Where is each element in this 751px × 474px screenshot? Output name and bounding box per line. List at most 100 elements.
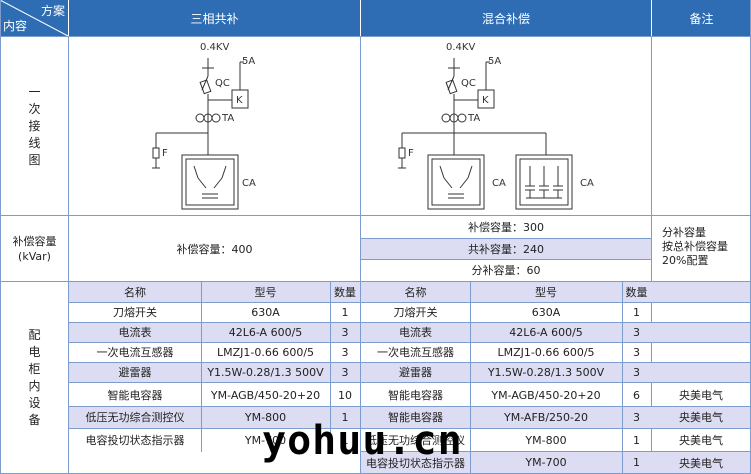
grid-line <box>69 382 360 383</box>
capacity-note-line: 按总补偿容量 <box>662 240 728 253</box>
grid-line <box>361 342 750 343</box>
equipment-right-model: YM-800 <box>525 433 567 447</box>
equipment-right-note: 央美电气 <box>679 389 723 402</box>
wiring-row-label: 一 次 接 线 图 <box>1 37 68 215</box>
wiring-diagram-mixed: 0.4KV 5A QC K TA F CA CA <box>398 42 594 210</box>
diagram-voltage: 0.4KV <box>200 42 229 53</box>
grid-line <box>470 282 471 473</box>
capacity-row-label: 补偿容量 (kVar) <box>1 216 68 281</box>
equipment-left-row-band <box>69 362 360 382</box>
equipment-left-model: YM-700 <box>244 433 287 447</box>
equipment-label-char: 电 <box>28 344 41 359</box>
equipment-right-model: 630A <box>531 305 561 319</box>
equipment-right-qty: 3 <box>633 365 640 379</box>
equipment-left-model: 630A <box>251 305 280 319</box>
diagram-capacitor: CA <box>580 178 594 189</box>
grid-line <box>361 406 750 407</box>
wiring-label-char: 线 <box>28 135 41 150</box>
grid-line <box>361 451 750 452</box>
equipment-left-qty: 3 <box>341 345 349 359</box>
diagram-ct: TA <box>221 113 234 124</box>
diagram-fuse: QC <box>461 78 476 89</box>
equipment-right-header-model: 型号 <box>535 286 557 299</box>
equipment-left-model: Y1.5W-0.28/1.3 500V <box>207 365 324 379</box>
equipment-left-name: 一次电流互感器 <box>96 346 174 359</box>
equipment-left-model: YM-AGB/450-20+20 <box>210 388 321 402</box>
diagram-ct: TA <box>467 113 480 124</box>
diagram-capacitor: CA <box>242 178 256 189</box>
equipment-right-qty: 1 <box>633 456 640 469</box>
capacity-note-line: 20%配置 <box>662 254 709 267</box>
equipment-left-model: LMZJ1-0.66 600/5 <box>216 345 315 359</box>
grid-line <box>361 238 651 239</box>
diagram-current: 5A <box>488 56 501 67</box>
equipment-right-qty: 3 <box>633 325 640 339</box>
equipment-right-note: 央美电气 <box>679 411 723 424</box>
equipment-right-name: 刀熔开关 <box>393 306 438 319</box>
equipment-right-row-band <box>361 406 750 428</box>
equipment-right-note <box>652 342 750 362</box>
equipment-left-model: YM-800 <box>244 410 287 424</box>
equipment-label-char: 备 <box>28 412 41 427</box>
grid-line <box>361 362 750 363</box>
equipment-left-qty: 3 <box>341 325 349 339</box>
equipment-right-qty: 3 <box>633 345 640 359</box>
corner-bottom-label: 内容 <box>3 19 28 33</box>
equipment-left-qty: 10 <box>338 388 352 402</box>
diagram-current: 5A <box>242 56 255 67</box>
capacity-notes: 分补容量 按总补偿容量 20%配置 <box>662 226 750 276</box>
equipment-right-header-qty: 数量 <box>625 286 648 299</box>
equipment-left-name: 避雷器 <box>118 366 152 379</box>
grid-line <box>361 322 750 323</box>
equipment-right-name: 智能电容器 <box>388 411 443 424</box>
capacity-three-phase: 补偿容量：400 <box>176 242 253 256</box>
equipment-right-qty: 1 <box>633 433 640 447</box>
grid-line <box>201 282 202 452</box>
header-three-phase: 三相共补 <box>69 0 360 36</box>
grid-line <box>622 282 623 473</box>
grid-line <box>69 302 360 303</box>
grid-line <box>651 36 652 474</box>
equipment-row-label: 配 电 柜 内 设 备 <box>1 282 68 473</box>
equipment-right-model: YM-700 <box>525 456 567 469</box>
equipment-left-header-band <box>69 282 360 302</box>
corner-diagonal <box>0 0 68 36</box>
equipment-right-model: YM-AFB/250-20 <box>503 410 588 424</box>
diagram-capacitor: CA <box>492 178 506 189</box>
equipment-right-note <box>652 322 750 342</box>
grid-line <box>360 36 361 474</box>
grid-line <box>68 36 69 474</box>
diagram-arrester: F <box>408 148 414 159</box>
grid-line <box>69 342 360 343</box>
grid-line <box>69 428 360 429</box>
grid-line <box>69 406 360 407</box>
equipment-right-name: 电流表 <box>399 326 432 339</box>
grid-line <box>361 382 750 383</box>
equipment-right-row-band <box>361 322 750 342</box>
equipment-right-qty: 1 <box>633 305 640 319</box>
grid-line <box>361 259 651 260</box>
capacity-label: 补偿容量 <box>12 234 57 248</box>
grid-line <box>361 428 750 429</box>
equipment-left-name: 智能电容器 <box>107 389 163 402</box>
grid-line <box>69 362 360 363</box>
equipment-right-qty: 3 <box>633 410 640 424</box>
equipment-right-note <box>652 302 750 322</box>
wiring-label-char: 次 <box>28 101 41 116</box>
capacity-mixed-common: 共补容量：240 <box>361 239 651 259</box>
equipment-left-row-band <box>69 406 360 428</box>
equipment-right-row-band <box>361 451 750 473</box>
capacity-unit: (kVar) <box>18 249 51 263</box>
equipment-left-qty: 1 <box>341 305 349 319</box>
equipment-left-header-qty: 数量 <box>334 286 356 299</box>
capacity-mixed-split: 分补容量：60 <box>471 264 541 277</box>
equipment-label-char: 内 <box>28 378 41 393</box>
equipment-left-qty: 1 <box>341 410 349 424</box>
equipment-right-note: 央美电气 <box>679 434 723 447</box>
wiring-label-char: 一 <box>28 84 41 99</box>
header-notes: 备注 <box>652 0 751 36</box>
equipment-right-header-band <box>361 282 750 302</box>
equipment-right-row-band <box>361 362 750 382</box>
equipment-left-qty: 3 <box>341 365 349 379</box>
